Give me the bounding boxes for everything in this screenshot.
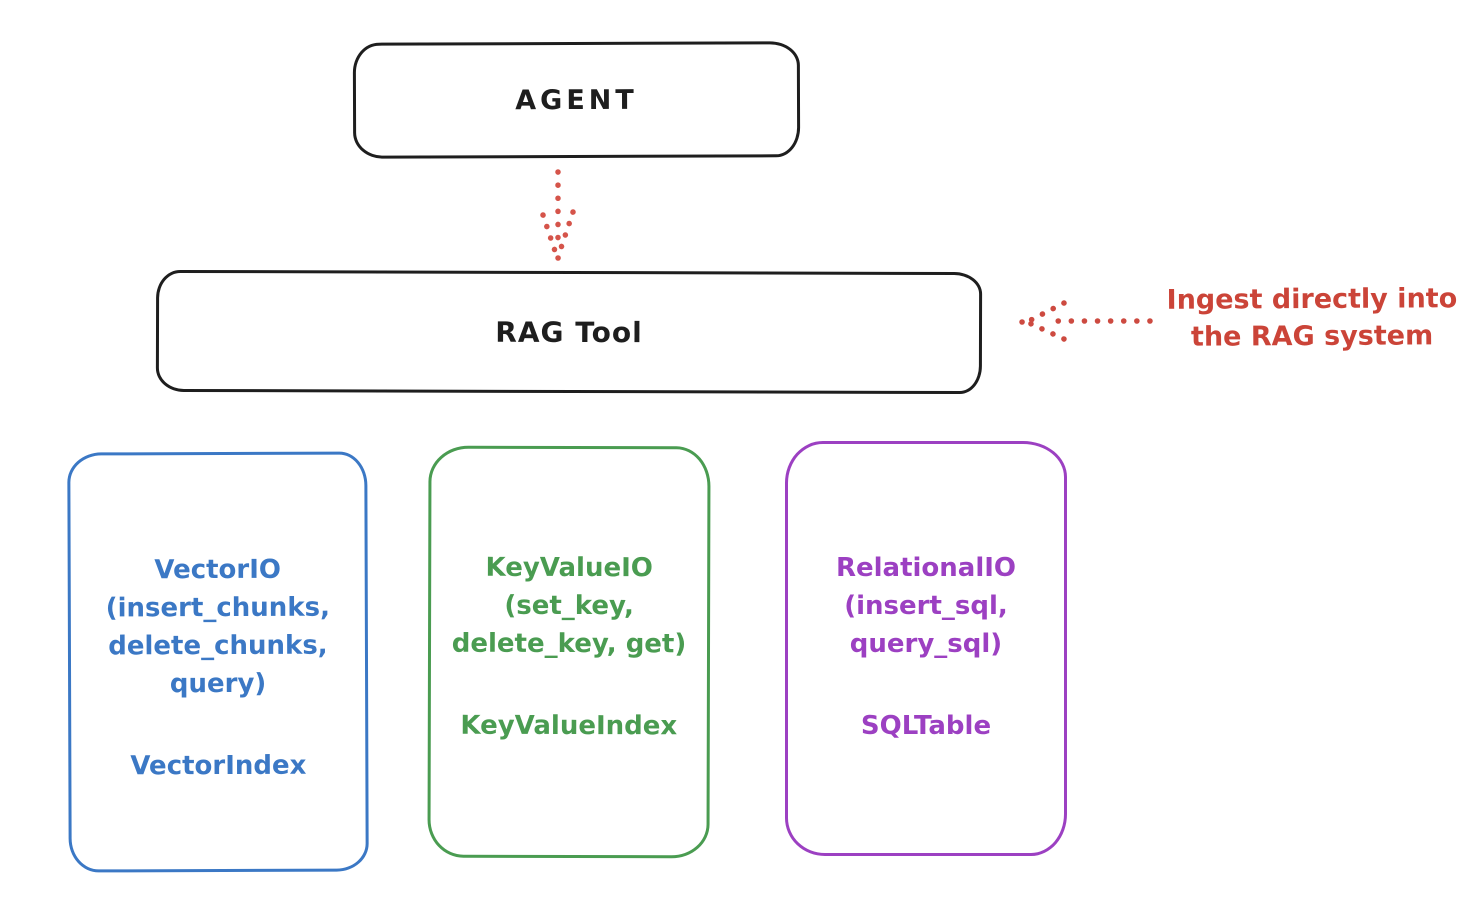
store-line: RelationalIO <box>835 553 1017 583</box>
store-line: VectorIO <box>154 554 282 586</box>
rag-tool-label: RAG Tool <box>495 315 643 349</box>
agent-box: AGENT <box>352 41 801 159</box>
store-line: query_sql) <box>849 629 1003 659</box>
down-arrow-icon <box>540 169 576 261</box>
store-box-keyvalue-io: KeyValueIO (set_key, delete_key, get) Ke… <box>427 445 711 859</box>
store-line: KeyValueIO <box>485 552 653 584</box>
agent-label: AGENT <box>515 84 638 116</box>
store-index-label: VectorIndex <box>130 750 307 782</box>
store-box-relational-io: RelationalIO (insert_sql, query_sql) SQL… <box>785 441 1067 856</box>
rag-tool-box: RAG Tool <box>155 269 983 395</box>
store-line: (set_key, <box>504 590 634 622</box>
store-line: (insert_chunks, <box>105 592 330 624</box>
store-line: delete_chunks, <box>108 630 328 662</box>
annotation-line-1: Ingest directly into <box>1166 283 1458 316</box>
store-line: query) <box>169 668 267 700</box>
store-line: (insert_sql, <box>844 591 1008 621</box>
annotation-line-2: the RAG system <box>1190 320 1434 353</box>
store-box-vector-io: VectorIO (insert_chunks, delete_chunks, … <box>67 451 369 873</box>
store-line: delete_key, get) <box>451 628 687 660</box>
left-arrow-icon <box>1019 300 1153 342</box>
store-index-label: SQLTable <box>860 711 992 741</box>
store-index-label: KeyValueIndex <box>460 710 678 742</box>
ingest-annotation: Ingest directly into the RAG system <box>1140 280 1484 356</box>
